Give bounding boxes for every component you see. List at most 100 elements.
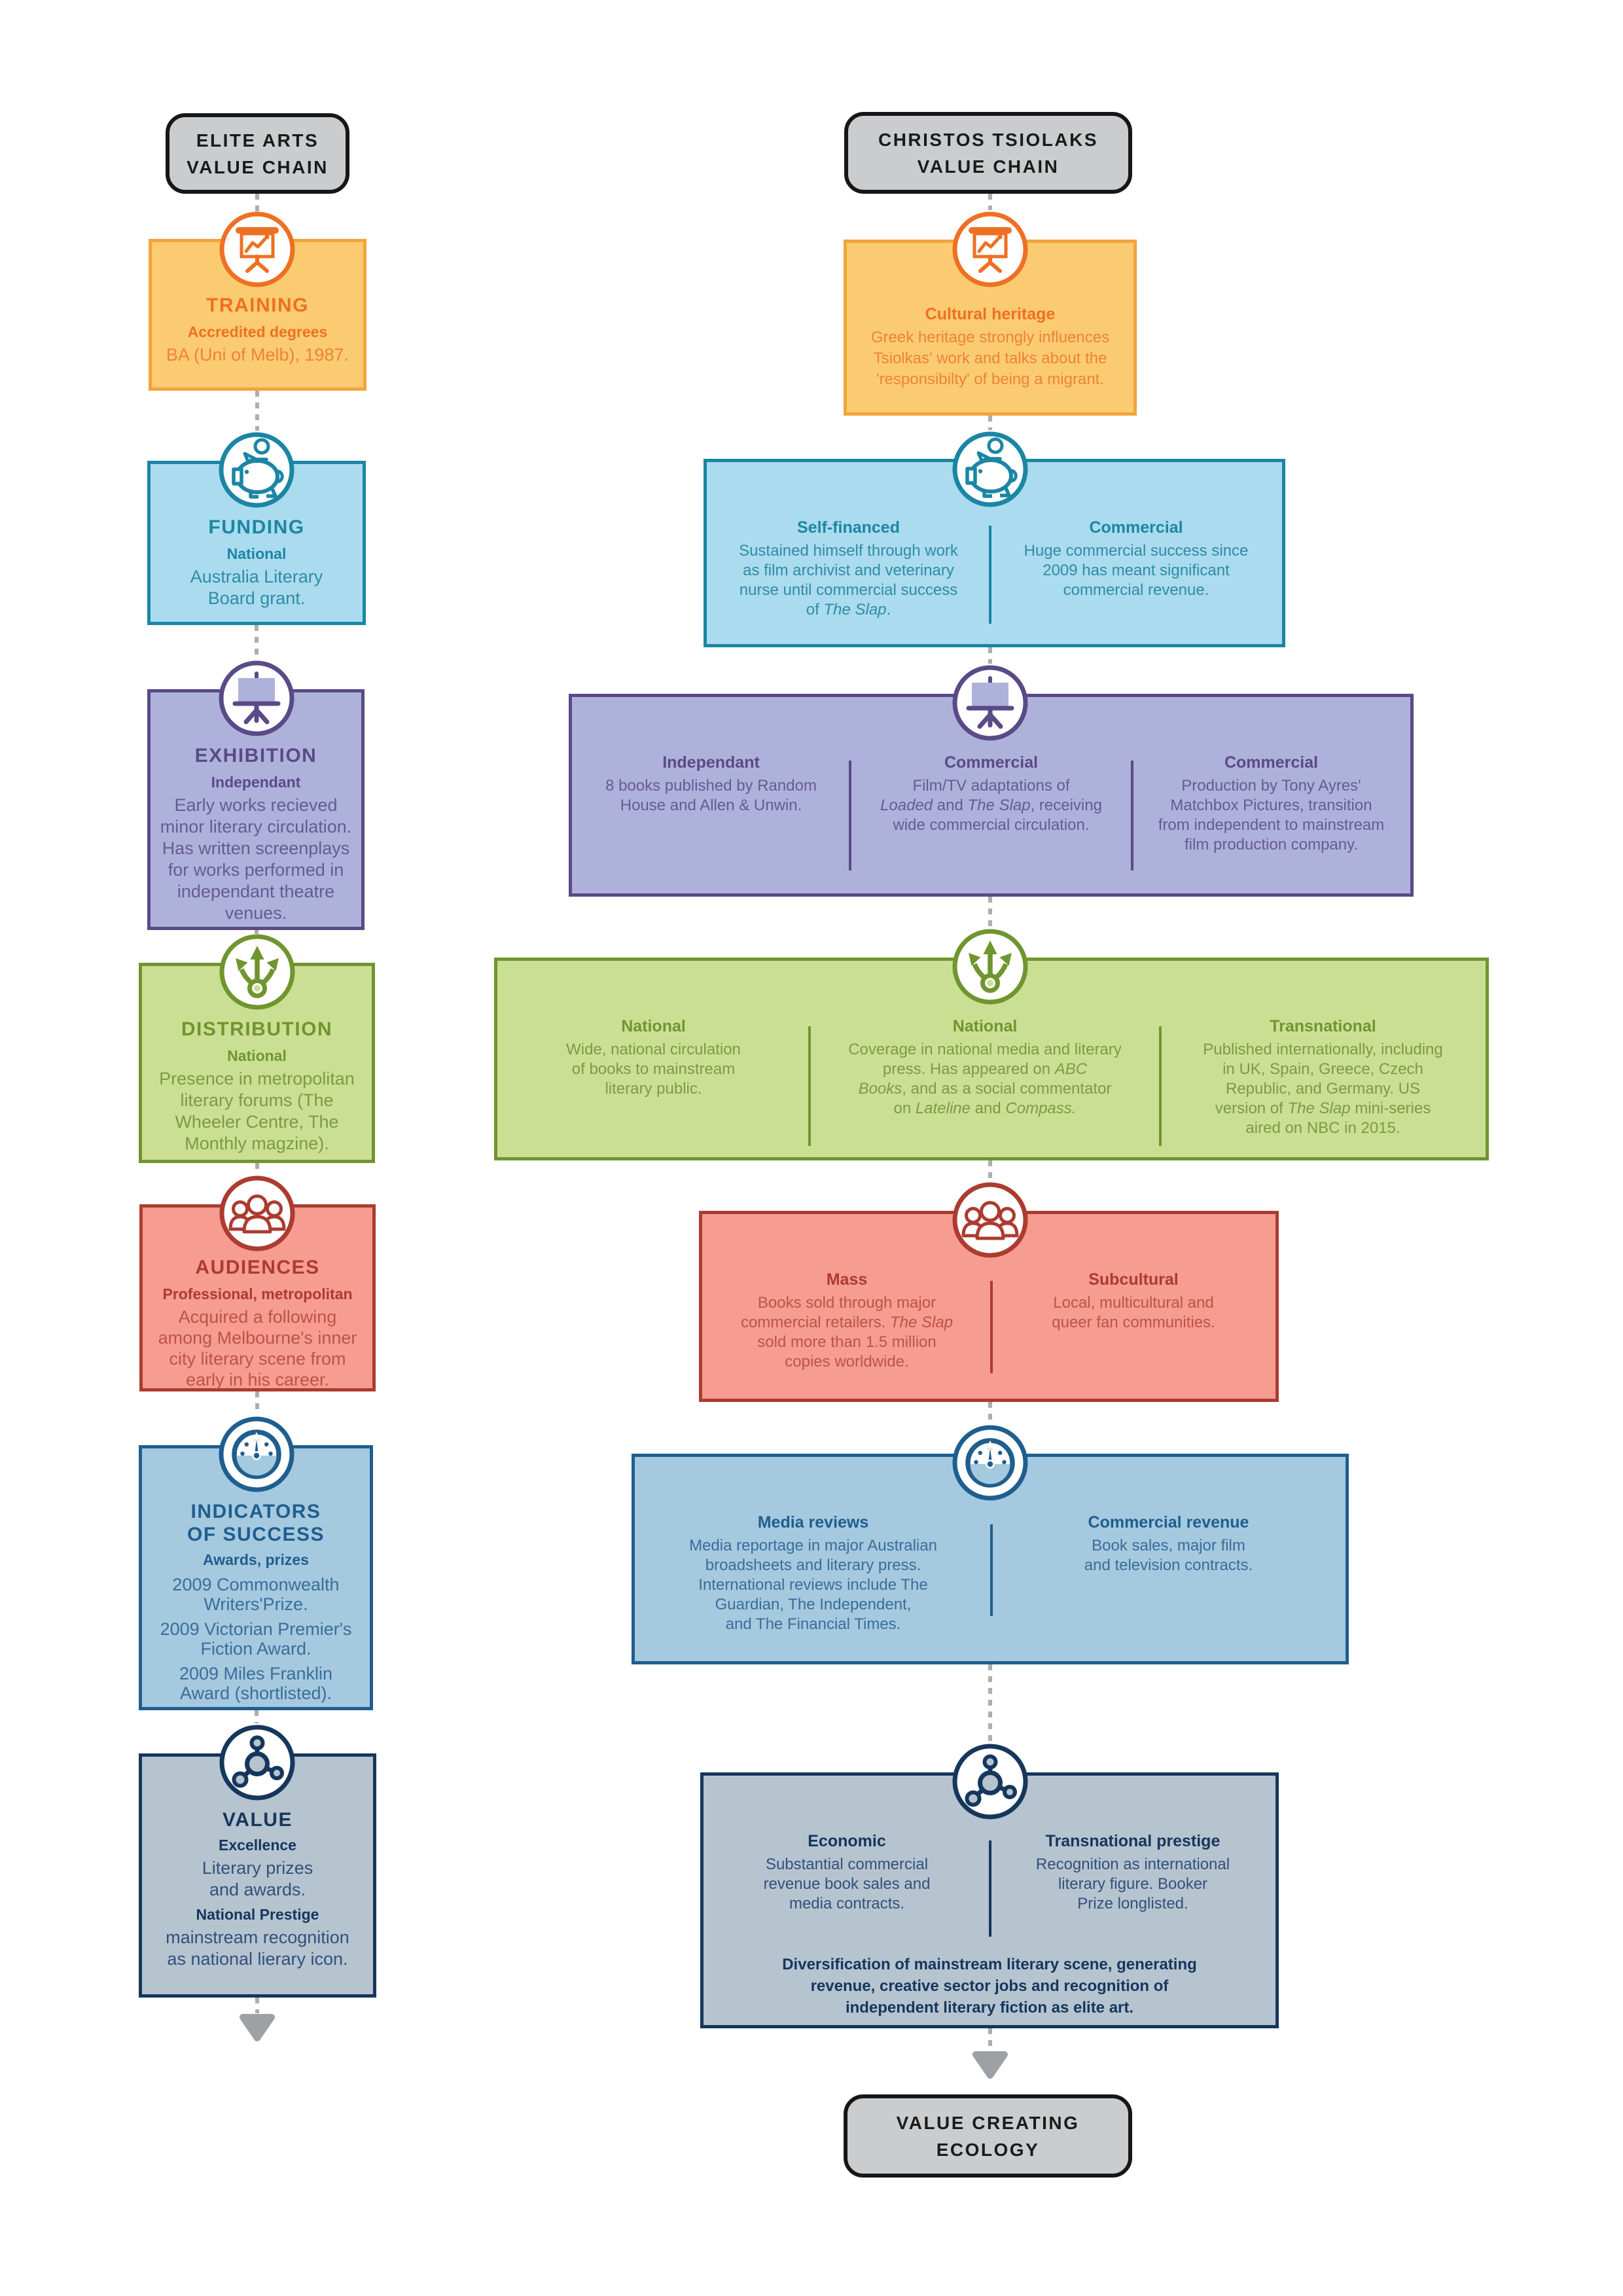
left-value-title: VALUE [223,1809,293,1831]
down-arrow-icon [971,2049,1010,2081]
down-arrow-icon [238,2012,277,2043]
right-distribution-body-2: Coverage in national media and literary … [848,1041,1122,1117]
right-value-body-2: Recognition as international literary fi… [1035,1856,1230,1912]
left-indicators-subtitle: Awards, prizes [203,1551,309,1568]
right-indicators-body-1: Media reportage in major Australian broa… [689,1537,937,1633]
connector-left-7 [255,1710,259,1723]
left-training-title: TRAINING [206,295,309,316]
right-audiences-body-1: Books sold through major commercial reta… [740,1294,954,1371]
right-distribution-divider-1 [808,1026,811,1146]
piggy-bank-icon [951,430,1029,509]
left-exhibition-body: Early works recieved minor literary circ… [160,795,352,923]
right-funding-heading-1: Self-financed [797,518,900,537]
branching-arrows-icon [951,927,1029,1006]
right-value-col-economic: Economic Substantial commercial revenue … [704,1776,990,1914]
connector-right-5 [988,1160,992,1181]
right-audiences-body-2: Local, multicultural and queer fan commu… [1052,1294,1215,1331]
right-exhibition-heading-3: Commercial [1224,753,1319,772]
right-indicators-col-commercial-revenue: Commercial revenue Book sales, major fil… [991,1457,1346,1575]
left-exhibition-subtitle: Independant [211,774,301,791]
left-indicators-award-2: 2009 Victorian Premier's Fiction Award. [160,1619,352,1659]
left-exhibition-title: EXHIBITION [194,745,317,766]
connector-right-3 [988,647,992,664]
presentation-chart-icon [218,210,296,289]
right-exhibition-heading-1: Independant [662,753,760,772]
right-exhibition-heading-2: Commercial [944,753,1039,772]
left-indicators-box: INDICATORS OF SUCCESS Awards, prizes 200… [139,1445,373,1710]
right-indicators-col-media-reviews: Media reviews Media reportage in major A… [635,1457,991,1634]
right-value-heading-2: Transnational prestige [1045,1832,1221,1850]
right-audiences-heading-2: Subcultural [1088,1270,1179,1289]
right-exhibition-col-commercial-1: Commercial Film/TV adaptations of Loaded… [850,697,1132,835]
right-indicators-heading-1: Media reviews [757,1513,869,1532]
left-value-subtitle-prestige: National Prestige [196,1906,319,1923]
left-distribution-box: DISTRIBUTION National Presence in metrop… [139,963,375,1163]
left-audiences-body: Acquired a following among Melbourne's i… [158,1307,357,1390]
connector-right-8 [988,2028,992,2050]
left-indicators-title: INDICATORS OF SUCCESS [187,1501,325,1545]
connector-left-6 [255,1391,259,1415]
left-audiences-subtitle: Professional, metropolitan [162,1285,353,1302]
right-distribution-body-3: Published internationally, including in … [1203,1041,1443,1137]
right-exhibition-divider-2 [1131,761,1133,870]
piggy-bank-icon [217,431,296,509]
right-distribution-heading-2: National [952,1017,1018,1035]
right-value-body-1: Substantial commercial revenue book sale… [763,1856,931,1912]
right-audiences-col-subcultural: Subcultural Local, multicultural and que… [991,1214,1275,1333]
right-funding-col-commercial: Commercial Huge commercial success since… [990,462,1282,600]
right-distribution-heading-3: Transnational [1270,1017,1376,1035]
right-indicators-body-2: Book sales, major film and television co… [1084,1537,1253,1574]
left-training-body: BA (Uni of Melb), 1987. [166,345,349,365]
right-exhibition-col-independant: Independant 8 books published by Random … [572,697,850,816]
right-exhibition-col-commercial-2: Commercial Production by Tony Ayres' Mat… [1132,697,1410,855]
gauge-icon [951,1424,1029,1502]
right-indicators-heading-2: Commercial revenue [1088,1513,1249,1532]
left-audiences-title: AUDIENCES [195,1257,320,1278]
projection-screen-icon [217,659,296,738]
value-creating-ecology-box: VALUE CREATING ECOLOGY [844,2094,1132,2178]
right-distribution-col-transnational: Transnational Published internationally,… [1160,961,1486,1138]
right-audiences-heading-1: Mass [826,1270,868,1289]
left-funding-title: FUNDING [208,516,305,538]
right-distribution-col-national-2: National Coverage in national media and … [810,961,1160,1119]
right-funding-body-2: Huge commercial success since 2009 has m… [1024,542,1249,599]
right-distribution-heading-1: National [621,1017,686,1035]
connector-right-6 [988,1402,992,1424]
left-funding-subtitle: National [226,545,287,562]
connector-left-1 [255,194,259,211]
left-value-body-excellence: Literary prizes and awards. [202,1858,313,1899]
right-value-heading-1: Economic [808,1832,886,1850]
right-audiences-col-mass: Mass Books sold through major commercial… [702,1214,991,1372]
connector-left-8 [255,1998,259,2013]
molecule-icon [218,1723,296,1802]
left-funding-box: FUNDING National Australia Literary Boar… [147,461,366,625]
right-cultural-heritage-body: Greek heritage strongly influences Tsiol… [870,329,1110,388]
elite-arts-chain-title: ELITE ARTS VALUE CHAIN [187,130,329,177]
right-distribution-body-1: Wide, national circulation of books to m… [566,1041,741,1098]
left-funding-body: Australia Literary Board grant. [190,567,323,608]
right-distribution-divider-2 [1159,1026,1162,1146]
left-training-subtitle: Accredited degrees [187,323,328,340]
connector-left-4 [255,930,259,934]
connector-right-7 [988,1664,992,1742]
right-audiences-divider [990,1281,993,1373]
gauge-icon [217,1415,296,1494]
left-value-subtitle-excellence: Excellence [219,1837,296,1854]
right-value-diversification-note: Diversification of mainstream literary s… [782,1956,1197,2017]
left-distribution-subtitle: National [227,1047,287,1064]
right-value-divider [989,1840,991,1937]
left-distribution-title: DISTRIBUTION [181,1018,333,1040]
christos-tsiolkas-chain-header: CHRISTOS TSIOLAKS VALUE CHAIN [844,112,1132,194]
right-funding-heading-2: Commercial [1089,518,1183,537]
left-distribution-body: Presence in metropolitan literary forums… [159,1069,355,1153]
left-indicators-award-1: 2009 Commonwealth Writers'Prize. [172,1575,340,1614]
right-exhibition-body-3: Production by Tony Ayres' Matchbox Pictu… [1158,777,1385,853]
molecule-icon [951,1742,1029,1821]
right-exhibition-divider-1 [849,761,851,870]
right-indicators-divider [990,1524,993,1616]
people-group-icon [951,1181,1029,1259]
left-indicators-award-3: 2009 Miles Franklin Award (shortlisted). [179,1664,333,1703]
right-distribution-col-national-1: National Wide, national circulation of b… [497,961,810,1099]
presentation-chart-icon [951,210,1029,289]
